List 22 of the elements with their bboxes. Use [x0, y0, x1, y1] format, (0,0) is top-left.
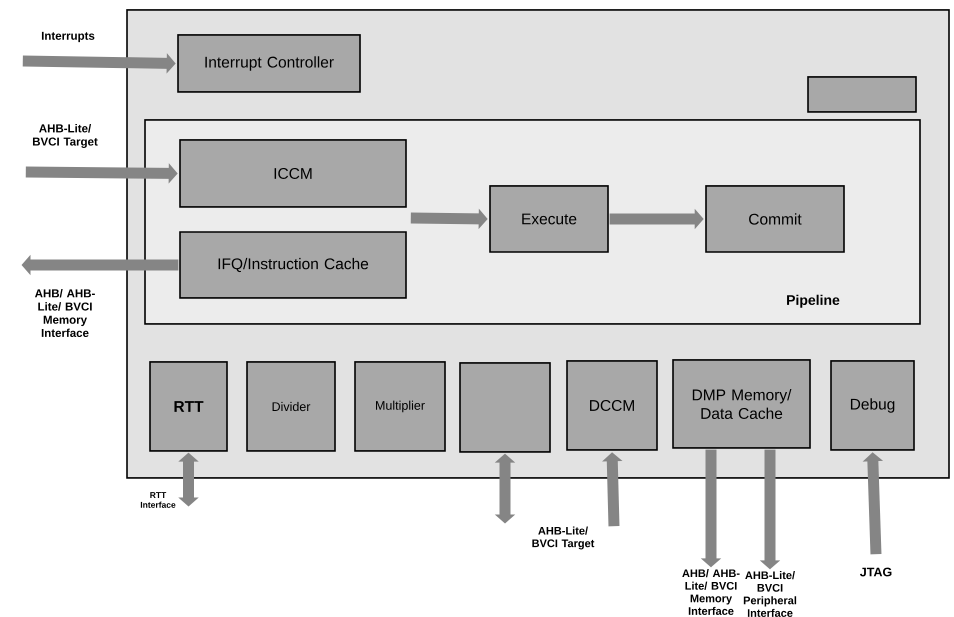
port-label: JTAG	[860, 568, 892, 576]
block-box: Multiplier	[354, 361, 446, 452]
block-box: Debug	[830, 360, 915, 451]
block-box: DMP Memory/ Data Cache	[672, 359, 811, 449]
block-box: IFQ/Instruction Cache	[179, 231, 407, 299]
block-box: ICCM	[179, 139, 407, 208]
block-box: DCCM	[566, 360, 658, 451]
block-box: Commit	[705, 185, 845, 253]
port-label: AHB/ AHB-Lite/ BVCI Memory Interface	[682, 569, 740, 615]
block-box	[807, 76, 917, 113]
block-box: Interrupt Controller	[177, 34, 361, 93]
port-label: Interrupts	[42, 32, 94, 42]
port-label: RTT Interface	[140, 492, 176, 508]
block-box: Execute	[489, 185, 609, 253]
port-label: AHB-Lite/ BVCI Target	[32, 124, 98, 148]
port-label: AHB-Lite/ BVCI Peripheral Interface	[744, 571, 796, 617]
arrow	[494, 454, 516, 524]
port-label: AHB-Lite/ BVCI Target	[532, 526, 594, 550]
block-box: Divider	[246, 361, 336, 452]
port-label: AHB/ AHB-Lite/ BVCI Memory Interface	[34, 288, 95, 337]
block-box	[459, 362, 551, 453]
block-box: RTT	[149, 361, 228, 452]
